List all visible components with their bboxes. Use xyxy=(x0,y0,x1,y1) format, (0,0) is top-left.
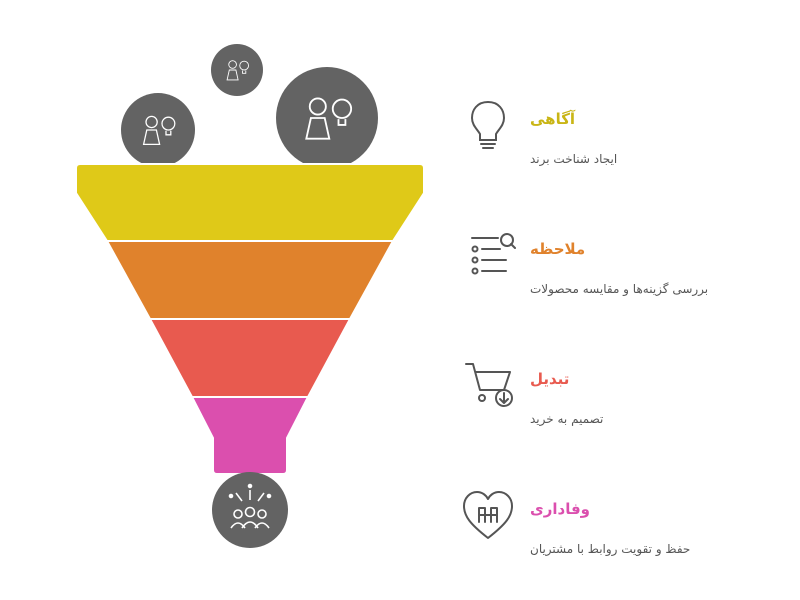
stage-title-loyalty: وفاداری xyxy=(530,500,590,518)
funnel-band-awareness xyxy=(75,163,425,242)
funnel-band-consideration xyxy=(105,240,395,320)
search-list-icon xyxy=(471,233,516,275)
stage-description-loyalty: حفظ و تقویت روابط با مشتریان xyxy=(530,542,691,556)
bottom-circle xyxy=(212,472,288,548)
stage-title-conversion: تبدیل xyxy=(530,370,570,388)
top-circle-small xyxy=(211,44,263,96)
heart-handshake-icon xyxy=(463,491,513,539)
top-circle-left xyxy=(121,93,195,167)
person-idea-icon xyxy=(142,115,176,146)
stage-title-consideration: ملاحظه xyxy=(530,240,586,258)
stage-description-consideration: بررسی گزینه‌ها و مقایسه محصولات xyxy=(530,282,709,296)
person-idea-icon xyxy=(305,97,353,140)
loyal-group-icon xyxy=(228,483,272,529)
funnel-diagram xyxy=(75,44,425,548)
stage-title-awareness: آگاهی xyxy=(530,110,576,128)
top-circle-right xyxy=(276,67,378,169)
stage-description-conversion: تصمیم به خرید xyxy=(530,412,604,426)
person-idea-icon xyxy=(226,60,249,81)
lightbulb-icon xyxy=(470,100,506,149)
stage-description-awareness: ایجاد شناخت برند xyxy=(530,152,618,166)
shopping-cart-icon xyxy=(465,363,513,407)
funnel-band-conversion xyxy=(148,318,352,398)
funnel-band-loyalty xyxy=(190,396,310,475)
